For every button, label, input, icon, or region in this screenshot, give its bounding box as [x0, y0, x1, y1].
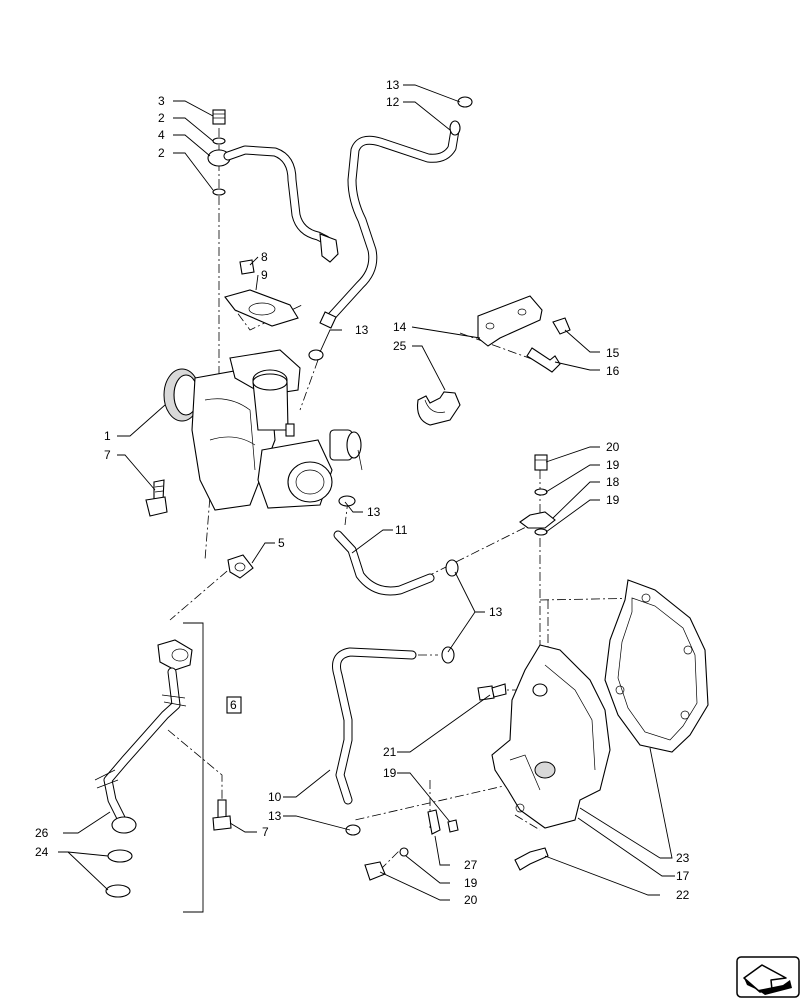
- callout-20: 20: [464, 893, 478, 907]
- oil-cooler-housing: [491, 644, 611, 829]
- callout-13: 13: [367, 505, 381, 519]
- callout-16: 16: [606, 364, 620, 378]
- callout-19: 19: [464, 876, 478, 890]
- callout-14: 14: [393, 320, 407, 334]
- callout-13: 13: [355, 323, 369, 337]
- callout-6: 6: [230, 698, 237, 712]
- callout-1: 1: [104, 429, 111, 443]
- banjo-bolt-right: [534, 454, 548, 471]
- pipe-clamp: [416, 391, 461, 426]
- callout-19: 19: [383, 766, 397, 780]
- banjo-union-assembly: [519, 454, 556, 536]
- callout-27: 27: [464, 858, 478, 872]
- callout-19: 19: [606, 458, 620, 472]
- outlet-neck: [252, 381, 289, 431]
- next-page-arrow-icon[interactable]: [736, 956, 800, 998]
- clip-ring-mid: [308, 349, 324, 361]
- cover-gasket: [604, 579, 709, 753]
- lower-fittings: [364, 809, 549, 881]
- gasket-and-nut: [224, 259, 299, 327]
- callout-21: 21: [383, 745, 397, 759]
- o-ring-lower: [105, 884, 131, 898]
- callout-10: 10: [268, 790, 282, 804]
- callout-17: 17: [676, 869, 690, 883]
- sealing-washer-upper: [212, 137, 226, 145]
- callout-13: 13: [386, 78, 400, 92]
- callout-numbers: 3 2 4 2 8 9 13 12 13 14 25 15 16 1 7 20 …: [35, 78, 690, 907]
- callout-2: 2: [158, 146, 165, 160]
- callout-4: 4: [158, 128, 165, 142]
- callout-24: 24: [35, 845, 49, 859]
- callout-26: 26: [35, 826, 49, 840]
- o-ring-upper: [107, 849, 133, 863]
- pipe-nut: [319, 233, 339, 263]
- callout-25: 25: [393, 339, 407, 353]
- callout-23: 23: [676, 851, 690, 865]
- clip-ring-top: [457, 96, 473, 108]
- flange-gasket: [224, 289, 299, 327]
- oil-feed-pipe: [207, 109, 339, 263]
- bracket-bolt: [526, 347, 561, 373]
- pipe-end-fitting: [319, 311, 337, 329]
- callout-9: 9: [261, 268, 268, 282]
- turbocharger: [163, 349, 363, 511]
- leader-lines: [58, 84, 675, 901]
- callout-5: 5: [278, 536, 285, 550]
- callout-13: 13: [489, 605, 503, 619]
- mounting-bracket: [416, 295, 571, 426]
- callout-13: 13: [268, 809, 282, 823]
- callout-7: 7: [262, 825, 269, 839]
- sealing-washer-lower: [212, 188, 226, 196]
- mounting-bolt-lower: [212, 799, 232, 831]
- turbine-wheel-cover: [287, 461, 333, 503]
- group-bracket: [183, 622, 242, 913]
- callout-22: 22: [676, 888, 690, 902]
- callout-20: 20: [606, 440, 620, 454]
- callout-7: 7: [104, 448, 111, 462]
- callout-3: 3: [158, 94, 165, 108]
- callout-18: 18: [606, 475, 620, 489]
- callout-8: 8: [261, 250, 268, 264]
- callout-19: 19: [606, 493, 620, 507]
- callout-12: 12: [386, 95, 400, 109]
- hex-nut: [239, 259, 255, 275]
- bracket-nut: [552, 317, 571, 335]
- oil-hose-lower: [332, 646, 455, 836]
- oil-return-pipe: [308, 96, 473, 361]
- mounting-bolt-upper: [145, 479, 168, 517]
- drain-gasket: [227, 554, 254, 579]
- oil-inlet-port: [285, 423, 295, 437]
- oil-drain-pipe: [94, 639, 193, 898]
- callout-15: 15: [606, 346, 620, 360]
- callout-11: 11: [395, 523, 408, 537]
- pipe-end-upper: [449, 120, 461, 136]
- callout-2: 2: [158, 111, 165, 125]
- oil-hose-upper: [333, 495, 459, 596]
- housing-bolt: [477, 683, 507, 701]
- banjo-bolt: [212, 109, 226, 125]
